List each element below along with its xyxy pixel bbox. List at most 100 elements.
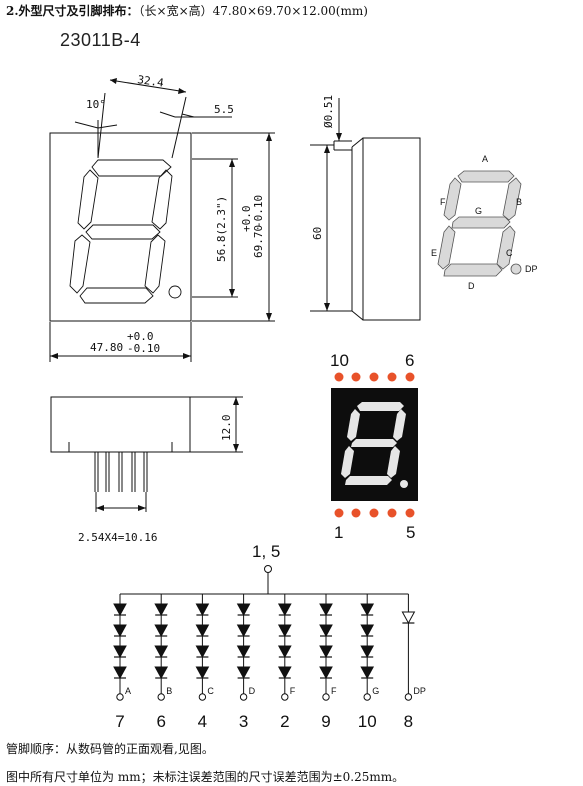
led-diode-symbol <box>154 645 169 659</box>
diode-branch-c-pin-4: C4 <box>195 594 214 731</box>
pin-number: 9 <box>321 712 330 731</box>
pin-terminal <box>404 693 413 701</box>
label-seg-c: C <box>506 248 513 258</box>
dim-width-tol-minus: -0.10 <box>127 342 160 355</box>
led-diode-symbol <box>319 645 333 659</box>
led-diode-symbol <box>360 624 375 638</box>
segment-map <box>437 170 522 277</box>
segment-label: B <box>166 686 172 696</box>
pin-order-note: 管脚顺序：从数码管的正面观看,见图。 <box>6 742 214 756</box>
common-terminal <box>264 565 272 573</box>
bottom-dim-arrows <box>96 397 239 511</box>
segment-b <box>502 177 522 221</box>
dim-offset: 5.5 <box>214 103 234 116</box>
led-diode-symbol <box>236 603 251 617</box>
spec-heading: 2.外型尺寸及引脚排布：（长×宽×高）47.80×69.70×12.00(mm) <box>6 2 368 19</box>
segment-label: C <box>207 686 214 696</box>
led-diode-symbol <box>195 624 210 638</box>
segment-label: D <box>249 686 256 696</box>
dim-pin-pitch: 2.54X4=10.16 <box>78 531 157 544</box>
diode-branch-f-pin-2: F2 <box>277 594 296 731</box>
led-diode-symbol <box>154 666 169 680</box>
front-view <box>49 79 275 362</box>
dim-width: 47.80 <box>90 341 123 354</box>
pin-terminal <box>322 693 330 701</box>
label-seg-b: B <box>516 197 522 207</box>
pin-label-6: 6 <box>405 351 414 370</box>
segment-dp <box>510 263 522 275</box>
segment-c <box>496 225 516 270</box>
segment-label: A <box>125 686 131 696</box>
pin-terminal <box>157 693 165 701</box>
diode-branch-dp-pin-8: DP8 <box>401 594 426 731</box>
led-diode-symbol <box>113 666 127 680</box>
diode-branch-a-pin-7: A7 <box>113 594 131 731</box>
diode-branch-d-pin-3: D3 <box>236 594 256 731</box>
diode-branch-g-pin-10: G10 <box>358 594 379 731</box>
dim-width-tol-plus: +0.0 <box>127 330 154 343</box>
bottom-body-outline <box>50 396 191 453</box>
led-diode-symbol <box>236 666 251 680</box>
led-diode-symbol <box>277 603 292 617</box>
front-body-outline <box>49 132 192 322</box>
label-seg-e: E <box>431 248 437 258</box>
led-diode-symbol <box>154 603 169 617</box>
dim-top-width: 32.4 <box>137 73 165 90</box>
pin-number: 6 <box>156 712 165 731</box>
pin-terminal <box>198 693 207 701</box>
pin-number: 7 <box>115 712 124 731</box>
led-diode-symbol <box>360 666 375 680</box>
label-seg-d: D <box>468 281 475 291</box>
segment-e <box>437 225 456 270</box>
pin-terminal <box>281 693 289 701</box>
dim-body-height-tol-minus: -0.10 <box>252 195 265 228</box>
led-diode-symbol <box>319 603 333 617</box>
segment-g <box>451 216 511 229</box>
model-number: 23011B-4 <box>60 30 141 50</box>
led-diode-symbol <box>360 603 375 617</box>
side-body-outline <box>362 137 421 321</box>
segment-label: F <box>290 686 296 696</box>
dim-body-height-tol-plus: +0.0 <box>240 206 253 233</box>
led-diode-symbol <box>401 611 416 625</box>
pin-label-5: 5 <box>406 523 415 542</box>
dim-body-height: 69.70 <box>252 225 265 258</box>
pin-number: 2 <box>280 712 289 731</box>
led-diode-symbol <box>319 624 333 638</box>
front-digit-outline <box>69 159 182 304</box>
segment-label: G <box>372 686 379 696</box>
pin-terminal <box>363 693 371 701</box>
pin-number: 3 <box>239 712 248 731</box>
heading-dimensions: （长×宽×高）47.80×69.70×12.00(mm) <box>138 4 368 18</box>
pin-number: 4 <box>198 712 207 731</box>
led-diode-symbol <box>195 603 210 617</box>
led-diode-symbol <box>113 645 127 659</box>
led-diode-symbol <box>195 645 210 659</box>
bottom-view <box>50 396 243 512</box>
display-digit <box>341 402 408 488</box>
dim-digit-height: 56.8(2.3") <box>215 196 228 262</box>
segment-a <box>457 170 515 183</box>
heading-bold: 2.外型尺寸及引脚排布： <box>6 4 139 18</box>
led-diode-symbol <box>319 666 333 680</box>
dim-thickness: 12.0 <box>220 415 233 442</box>
led-diode-symbol <box>236 645 251 659</box>
label-seg-a: A <box>482 154 488 164</box>
label-seg-f: F <box>440 197 446 207</box>
led-diode-symbol <box>277 645 292 659</box>
pin-label-1: 1 <box>334 523 343 542</box>
segment-d <box>443 263 503 277</box>
led-diode-symbol <box>113 624 127 638</box>
pinout-diagram: 10 6 1 5 <box>330 351 418 542</box>
label-seg-dp: DP <box>525 264 538 274</box>
bottom-pads <box>334 508 415 518</box>
segment-label: DP <box>413 686 426 696</box>
segment-f <box>443 177 462 221</box>
pin-terminal <box>239 693 248 701</box>
led-diode-symbol <box>277 624 292 638</box>
top-pads <box>334 372 415 382</box>
label-seg-g: G <box>475 206 482 216</box>
front-dim-arrows <box>50 78 272 359</box>
